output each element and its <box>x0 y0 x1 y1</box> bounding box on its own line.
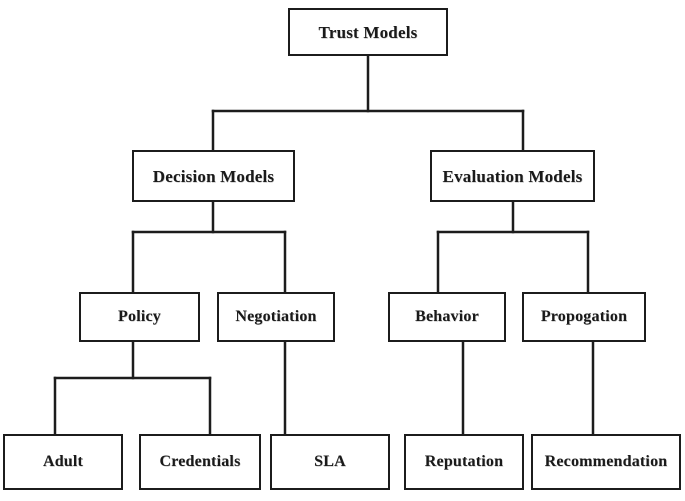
node-label-policy: Policy <box>118 308 161 325</box>
node-label-decision-models: Decision Models <box>152 166 275 186</box>
node-label-adult: Adult <box>42 453 84 470</box>
node-label-sla: SLA <box>314 453 346 470</box>
node-reputation[interactable]: Reputation <box>404 434 524 490</box>
node-negotiation[interactable]: Negotiation <box>217 292 335 342</box>
node-label-trust-models: Trust Models <box>318 22 418 42</box>
node-policy[interactable]: Policy <box>79 292 200 342</box>
node-recommendation[interactable]: Recommendation <box>531 434 681 490</box>
node-sla[interactable]: SLA <box>270 434 390 490</box>
node-trust-models[interactable]: Trust Models <box>288 8 448 56</box>
node-propogation[interactable]: Propogation <box>522 292 646 342</box>
node-label-recommendation: Recommendation <box>544 453 668 470</box>
node-decision-models[interactable]: Decision Models <box>132 150 295 202</box>
node-behavior[interactable]: Behavior <box>388 292 506 342</box>
node-credentials[interactable]: Credentials <box>139 434 261 490</box>
node-label-negotiation: Negotiation <box>235 308 317 325</box>
node-label-reputation: Reputation <box>424 453 504 470</box>
node-label-credentials: Credentials <box>159 453 241 470</box>
node-label-behavior: Behavior <box>415 308 479 325</box>
node-label-propogation: Propogation <box>540 308 628 325</box>
node-adult[interactable]: Adult <box>3 434 123 490</box>
node-evaluation-models[interactable]: Evaluation Models <box>430 150 595 202</box>
node-label-evaluation-models: Evaluation Models <box>442 166 583 186</box>
